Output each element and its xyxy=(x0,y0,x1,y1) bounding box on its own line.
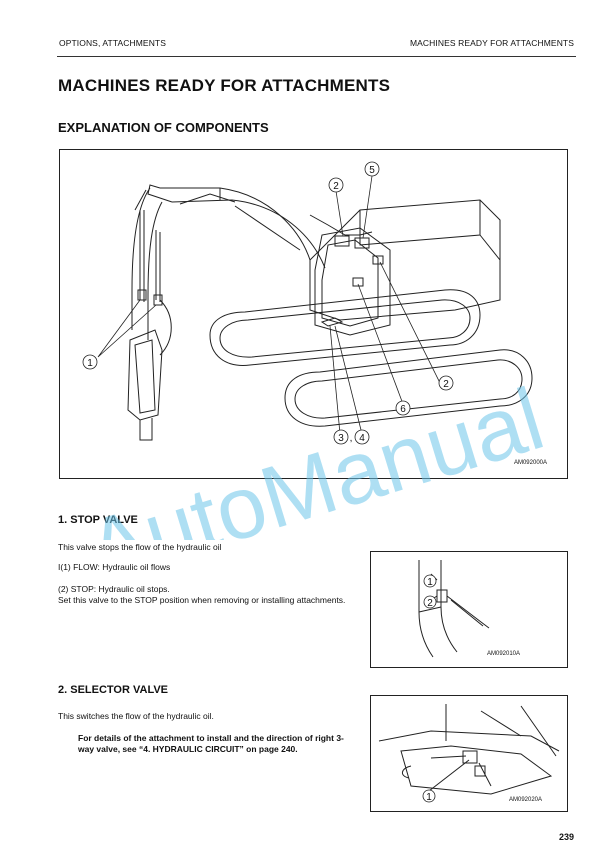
svg-text:2: 2 xyxy=(427,598,433,609)
callout-1: 1 xyxy=(82,354,98,370)
running-header-right: MACHINES READY FOR ATTACHMENTS xyxy=(409,38,574,48)
selector-valve-drawing: 1 xyxy=(378,704,560,803)
section-subtitle: EXPLANATION OF COMPONENTS xyxy=(58,120,269,135)
callout-4: 4 xyxy=(354,429,370,445)
excavator-diagram: 1 2 5 2 6 3 , 4 AM092000A xyxy=(59,149,568,479)
page-title: MACHINES READY FOR ATTACHMENTS xyxy=(58,76,391,95)
svg-text:1: 1 xyxy=(427,577,433,588)
svg-text:6: 6 xyxy=(400,404,406,415)
svg-text:2: 2 xyxy=(443,379,449,390)
excavator-drawing: 1 2 5 2 6 3 , 4 xyxy=(82,161,533,445)
stop-valve-figure: 1 2 AM092010A xyxy=(370,551,568,668)
main-figure-id: AM092000A xyxy=(513,460,547,466)
callout-3: 3 xyxy=(333,429,349,445)
svg-text:4: 4 xyxy=(359,433,365,444)
stop-valve-heading: 1. STOP VALVE xyxy=(58,514,138,526)
stop-valve-intro: This valve stops the flow of the hydraul… xyxy=(58,542,222,552)
selector-valve-note: For details of the attachment to install… xyxy=(78,733,344,754)
small-callout-1: 1 xyxy=(423,574,437,588)
running-header-left: OPTIONS, ATTACHMENTS xyxy=(59,38,166,48)
stop-valve-figure-id: AM092010A xyxy=(487,651,521,657)
svg-text:3: 3 xyxy=(338,433,344,444)
stop-valve-body: Set this valve to the STOP position when… xyxy=(58,595,346,605)
callout-6: 6 xyxy=(395,400,411,416)
selector-valve-heading: 2. SELECTOR VALVE xyxy=(58,684,169,696)
selector-callout-1: 1 xyxy=(422,789,436,803)
selector-valve-figure: 1 AM092020A xyxy=(370,695,568,812)
svg-text:2: 2 xyxy=(333,181,339,192)
selector-valve-figure-id: AM092020A xyxy=(509,797,543,803)
selector-valve-intro: This switches the flow of the hydraulic … xyxy=(58,711,214,721)
page-number: 239 xyxy=(558,832,574,842)
callout-2-right: 2 xyxy=(438,375,454,391)
header-divider xyxy=(57,56,576,57)
callout-comma: , xyxy=(350,433,353,444)
callout-5: 5 xyxy=(364,161,380,177)
svg-text:1: 1 xyxy=(87,358,93,369)
svg-text:5: 5 xyxy=(369,165,375,176)
stop-valve-flow: I(1) FLOW: Hydraulic oil flows xyxy=(58,562,171,572)
svg-text:1: 1 xyxy=(426,792,432,803)
stop-valve-drawing: 1 2 xyxy=(418,560,490,658)
small-callout-2: 2 xyxy=(423,595,437,609)
callout-2-top: 2 xyxy=(328,177,344,193)
stop-valve-stop: (2) STOP: Hydraulic oil stops. xyxy=(58,584,170,594)
